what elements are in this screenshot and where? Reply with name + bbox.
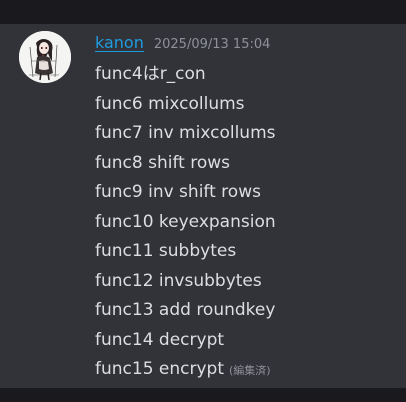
message-line-text: func9 inv shift rows (95, 182, 261, 202)
message-header: kanon 2025/09/13 15:04 (95, 33, 270, 55)
message-line: func13 add roundkey (95, 296, 276, 326)
message-line: func15 encrypt (編集済) (95, 355, 276, 385)
message-line: func8 shift rows (95, 149, 276, 179)
message-line: func10 keyexpansion (95, 208, 276, 238)
message-line-text: func10 keyexpansion (95, 211, 276, 232)
message-line-text: func14 decrypt (95, 329, 225, 350)
message-line: func6 mixcollums (95, 90, 276, 120)
chat-message[interactable] (0, 24, 406, 388)
message-line-text: func6 mixcollums (95, 93, 245, 114)
avatar[interactable] (19, 31, 71, 83)
message-line: func12 invsubbytes (95, 267, 276, 297)
message-line-text: func12 invsubbytes (95, 270, 262, 291)
message-line: func7 inv mixcollums (95, 119, 276, 149)
message-line: func4はr_con (95, 60, 276, 90)
message-line-text: func15 encrypt (95, 359, 225, 379)
message-line-text: func4はr_con (95, 64, 206, 84)
message-line-text: func13 add roundkey (95, 300, 276, 320)
message-line: func14 decrypt (95, 326, 276, 356)
username-link[interactable]: kanon (95, 33, 144, 52)
message-line-text: func11 subbytes (95, 241, 237, 261)
avatar-illustration (19, 31, 71, 83)
bottom-strip (0, 388, 406, 402)
message-content: func4はr_con func6 mixcollums func7 inv m… (95, 60, 276, 385)
message-line-text: func7 inv mixcollums (95, 123, 276, 143)
message-line: func11 subbytes (95, 237, 276, 267)
message-line-text: func8 shift rows (95, 152, 230, 173)
edited-indicator: (編集済) (229, 364, 271, 377)
message-timestamp[interactable]: 2025/09/13 15:04 (153, 37, 271, 52)
top-strip (0, 0, 406, 24)
message-line: func9 inv shift rows (95, 178, 276, 208)
